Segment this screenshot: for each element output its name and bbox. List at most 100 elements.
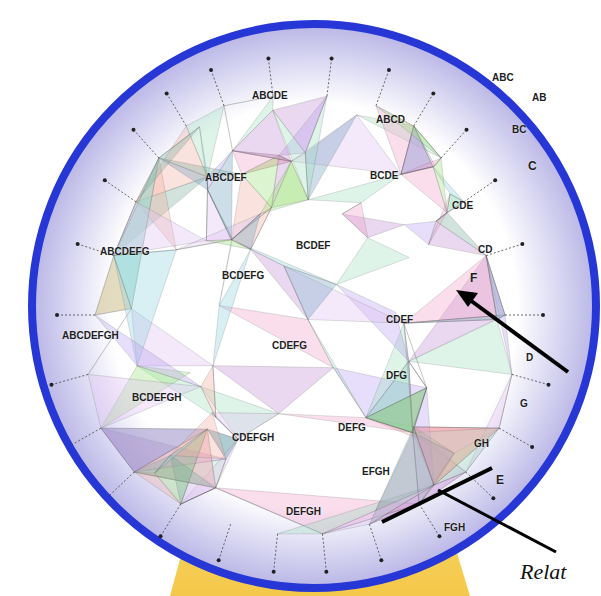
lens-circle (32, 24, 596, 588)
vertex-dot (159, 534, 163, 538)
spoke (441, 130, 466, 158)
spoke (107, 472, 135, 498)
vertex-dot (103, 178, 107, 182)
vertex-dot (547, 383, 551, 387)
vertex-label: ABCDEFG (100, 246, 149, 257)
face (401, 167, 447, 213)
vertex-label: BC (512, 124, 526, 135)
spoke (419, 504, 439, 536)
vertex-dot (530, 445, 534, 449)
spoke (512, 374, 549, 384)
spoke (322, 534, 326, 572)
face (414, 427, 499, 485)
vertex-dot (105, 496, 109, 500)
spoke (68, 428, 101, 447)
vertex-label: CDEF (386, 314, 413, 325)
face (486, 256, 505, 320)
vertex-dot (209, 68, 213, 72)
vertex-label: FGH (444, 522, 465, 533)
face (336, 238, 409, 285)
spoke (376, 70, 389, 106)
face (401, 167, 433, 175)
spoke (211, 70, 224, 106)
vertex-dot (165, 91, 169, 95)
face (242, 155, 279, 207)
vertex-label: DEFGH (286, 506, 321, 517)
face (233, 96, 274, 151)
vertex-label: CDE (452, 200, 473, 211)
vertex-dot (330, 56, 334, 60)
face (206, 240, 250, 250)
face (404, 221, 436, 244)
vertex-dot (541, 313, 545, 317)
vertex-label: C (528, 160, 537, 173)
face (201, 366, 216, 418)
vertex-label: D (526, 352, 533, 363)
vertex-label: BCDEFGH (132, 392, 181, 403)
vertex-label: E (496, 474, 504, 487)
spoke (105, 180, 136, 202)
face (284, 266, 337, 320)
vertex-label: AB (532, 92, 546, 103)
vertex-dot (76, 242, 80, 246)
vertex-dot (217, 558, 221, 562)
face (376, 106, 441, 158)
vertex-dot (49, 383, 53, 387)
face (342, 203, 367, 238)
face (95, 315, 201, 387)
spoke (51, 374, 88, 384)
spoke (464, 180, 495, 202)
face (88, 374, 201, 428)
face (181, 488, 216, 504)
face (181, 488, 216, 504)
vertex-label: G (520, 398, 528, 409)
spoke (327, 58, 332, 96)
face (224, 106, 233, 151)
spoke (167, 93, 187, 126)
vertex-label: EFGH (362, 466, 390, 477)
vertex-dot (437, 534, 441, 538)
vertex-label: BCDEF (296, 240, 330, 251)
vertex-dot (520, 242, 524, 246)
spoke (274, 534, 278, 572)
vertex-dot (66, 445, 70, 449)
face (409, 319, 512, 374)
vertex-dot (465, 128, 469, 132)
face (213, 366, 333, 414)
face (136, 127, 199, 202)
face (305, 96, 327, 200)
face (413, 388, 427, 433)
vertex-dot (493, 178, 497, 182)
vertex-label: CD (478, 244, 492, 255)
vertex-label: CDEFG (272, 340, 307, 351)
face (436, 213, 447, 222)
face (213, 249, 251, 365)
callout-text: Relat (520, 560, 566, 584)
vertex-dot (131, 128, 135, 132)
vertex-label: ABCDEF (205, 172, 247, 183)
vertex-label: CDEFGH (232, 432, 274, 443)
spoke (369, 524, 381, 560)
vertex-label: GH (474, 438, 489, 449)
spoke (57, 315, 95, 316)
vertex-dot (266, 56, 270, 60)
vertex-dot (324, 570, 328, 574)
face (216, 459, 226, 488)
face (155, 429, 208, 473)
vertex-label: BCDE (370, 170, 398, 181)
vertex-label: ABC (492, 72, 514, 83)
vertex-dot (491, 496, 495, 500)
face (176, 214, 260, 250)
vertex-dot (272, 570, 276, 574)
vertex-label: DEFG (338, 422, 366, 433)
spoke (414, 93, 434, 126)
vertex-dot (431, 91, 435, 95)
vertex-dot (387, 68, 391, 72)
vertex-label: BCDEFG (222, 270, 264, 281)
face (208, 151, 233, 240)
spoke (505, 315, 543, 316)
vertex-label: ABCDEFGH (62, 330, 119, 341)
vertex-label: ABCDE (252, 90, 288, 101)
spoke (219, 524, 231, 560)
